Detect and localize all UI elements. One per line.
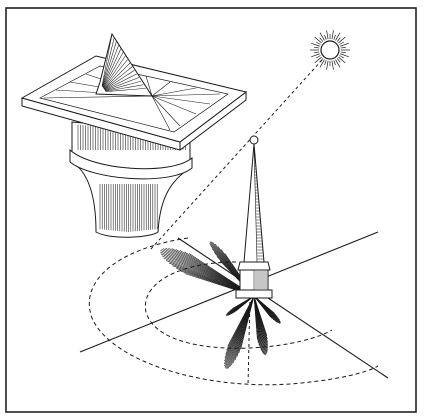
sun-ray <box>331 30 334 40</box>
outer-shadow-arc <box>88 237 379 386</box>
outer-frame <box>5 7 417 413</box>
shadow-hatch <box>253 295 271 318</box>
sun-ray <box>311 53 320 58</box>
dial-hour-line <box>151 93 221 97</box>
obelisk <box>235 135 273 299</box>
sun-ray-line <box>149 59 323 251</box>
dial-hour-line <box>43 95 153 99</box>
dial-hour-line <box>145 75 153 97</box>
dial-hour-line <box>151 87 197 97</box>
inner-shadow-arc <box>144 261 333 349</box>
sundial <box>20 32 248 238</box>
gnomon-hatch <box>101 37 115 87</box>
sun-icon <box>310 30 350 70</box>
sundial-dial-inner <box>39 65 229 133</box>
sun-ray <box>338 36 346 44</box>
sun-ray <box>333 60 336 66</box>
sun-ray <box>326 60 329 70</box>
sun-ray <box>314 56 322 64</box>
sundial-pedestal-bowl <box>71 121 191 238</box>
sun-ray <box>311 42 320 47</box>
gnomon-hatch <box>102 44 120 88</box>
sun-ray <box>315 55 321 59</box>
sun-ray <box>319 32 325 41</box>
sun-ray <box>339 55 345 59</box>
shadow-hatch <box>253 295 258 340</box>
obelisk-finial <box>249 135 259 145</box>
sun-ray <box>333 34 336 40</box>
sun-ray <box>314 36 322 44</box>
meridian-line <box>177 237 389 379</box>
dial-hour-line <box>151 81 171 97</box>
obelisk-base <box>235 289 273 299</box>
gnomon-hatch <box>102 41 117 87</box>
sun-ray <box>324 34 327 40</box>
obelisk-cap <box>237 261 271 271</box>
gnomon-hatch <box>104 70 135 90</box>
sun-ray <box>335 59 341 68</box>
dial-hour-line <box>151 95 181 127</box>
sun-ray <box>314 51 320 54</box>
sun-ray <box>324 60 327 66</box>
sun-ray <box>336 37 341 42</box>
sundial-gnomon <box>95 32 153 97</box>
dial-hour-line <box>151 95 171 131</box>
gnomon-hatch <box>103 62 131 90</box>
sun-ray <box>340 51 346 54</box>
sun-ray <box>314 46 320 49</box>
shadow-hatch <box>227 295 255 347</box>
gnomon-hatch <box>104 73 137 91</box>
sundial-pedestal-ring <box>69 148 193 180</box>
horizon-line <box>79 231 379 353</box>
sun-ray <box>319 37 324 42</box>
gnomon-hatch <box>102 48 122 88</box>
gnomon-hatch <box>103 55 126 89</box>
gnomon-hatch <box>101 33 113 87</box>
sun-ray <box>340 46 346 49</box>
gnomon-hatch <box>104 66 133 90</box>
gnomon-hatch <box>105 84 144 92</box>
sun-ray <box>336 58 341 63</box>
gnomon-hatch <box>103 59 128 89</box>
sun-ray <box>319 59 325 68</box>
gnomon-hatch <box>103 51 124 89</box>
gnomon-hatch <box>105 88 146 92</box>
dial-hour-line <box>151 95 211 105</box>
sun-ray <box>340 42 349 47</box>
sun-ray <box>326 30 329 40</box>
dial-hour-line <box>151 95 197 115</box>
sun-ray <box>338 56 346 64</box>
obelisk-shaft <box>243 143 265 263</box>
sun-ray <box>339 41 345 45</box>
sun-ray <box>315 41 321 45</box>
sun-ray <box>335 32 341 41</box>
gnomon-hatch <box>104 77 140 91</box>
ground-plane <box>79 231 389 387</box>
sun-ray <box>331 60 334 70</box>
sun-ray <box>340 53 349 58</box>
gnomon-hatch <box>105 80 142 92</box>
